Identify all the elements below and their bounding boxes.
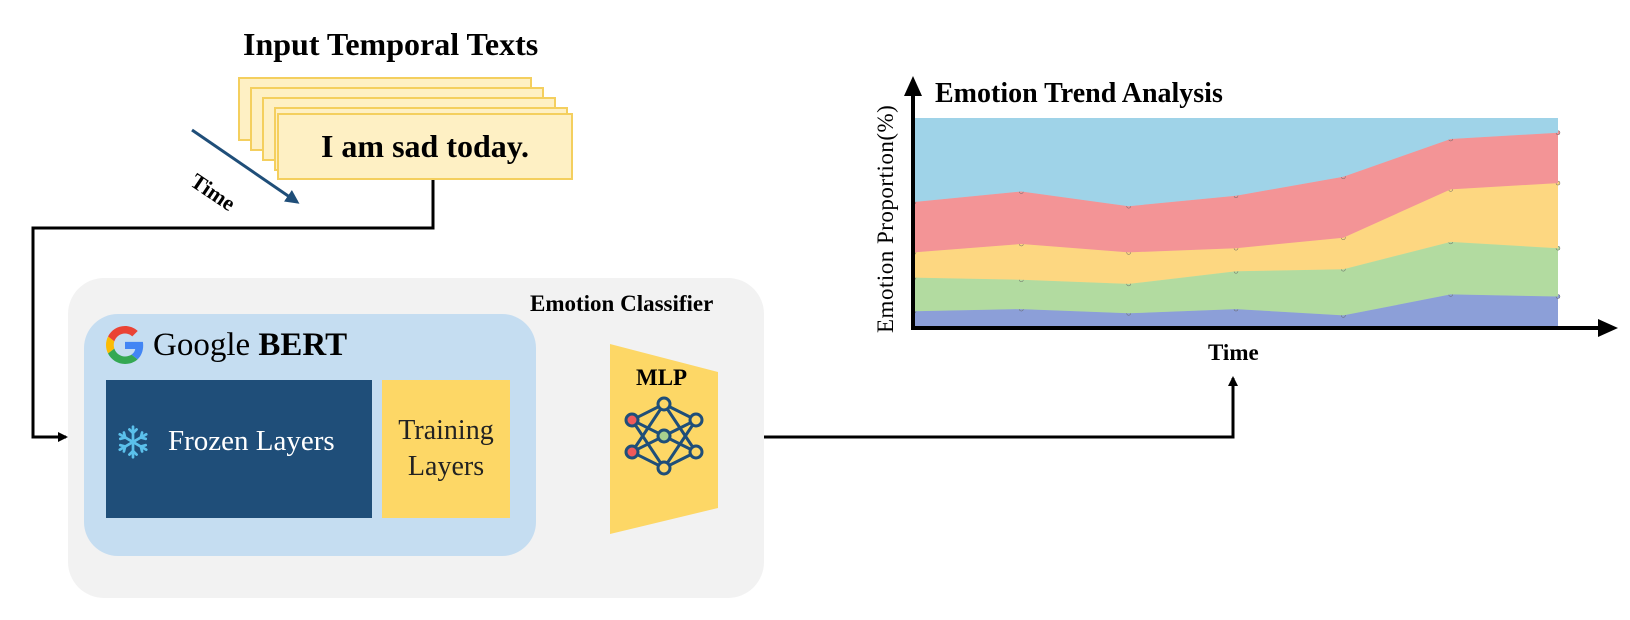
- mlp-label: MLP: [636, 365, 688, 390]
- emotion-classifier-label: Emotion Classifier: [530, 291, 714, 316]
- chart-x-axis-label: Time: [1208, 340, 1259, 365]
- input-to-bert-arrow: [31, 180, 435, 442]
- area-series-1: [914, 241, 1558, 316]
- area-series-4: [914, 118, 1558, 207]
- training-layers-box: Training Layers: [382, 380, 510, 518]
- bert-name: BERT: [258, 327, 348, 363]
- time-arrow: [191, 128, 300, 204]
- frozen-layers-label: Frozen Layers: [168, 425, 335, 457]
- area-series-2: [914, 183, 1558, 284]
- training-layers-label-line1: Training: [398, 415, 494, 446]
- chart-title: Emotion Trend Analysis: [935, 78, 1223, 109]
- training-layers-label-line2: Layers: [407, 451, 485, 482]
- area-series-3: [914, 132, 1558, 253]
- x-axis-arrowhead: [1598, 319, 1618, 337]
- y-axis-arrowhead: [904, 76, 922, 96]
- input-title: Input Temporal Texts: [243, 26, 539, 62]
- chart-axes: [904, 76, 1618, 337]
- neural-network-icon: [624, 396, 704, 476]
- text-card-front: I am sad today.: [277, 113, 573, 180]
- google-logo-icon: [106, 326, 144, 364]
- snowflake-icon: [118, 425, 148, 459]
- frozen-layers-box: [106, 380, 372, 518]
- chart-areas: [911, 118, 1561, 328]
- mlp-to-chart-arrow: [762, 376, 1238, 439]
- text-card-sentence: I am sad today.: [320, 128, 530, 164]
- bert-title: Google BERT: [153, 327, 347, 364]
- bert-brand: Google: [153, 327, 251, 363]
